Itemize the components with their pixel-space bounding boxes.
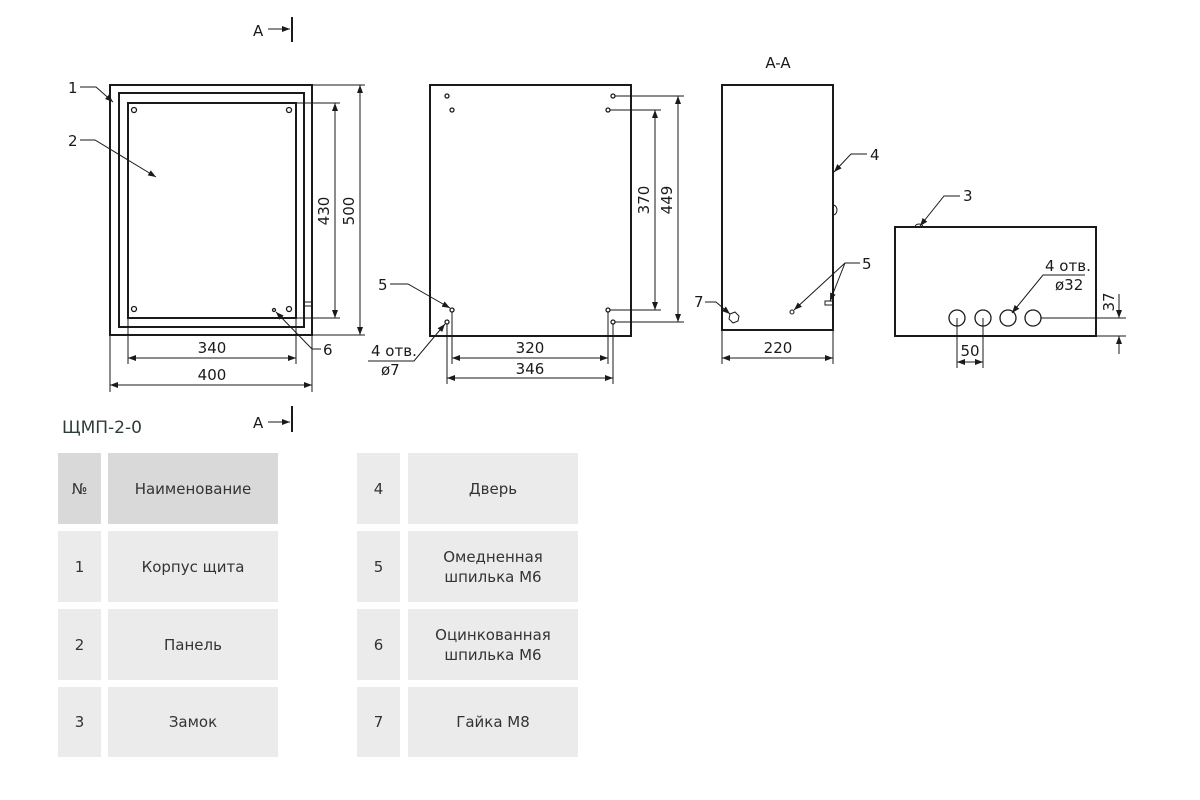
svg-text:320: 320 [516, 339, 545, 357]
svg-text:220: 220 [764, 339, 793, 357]
row-num: 5 [357, 531, 400, 602]
svg-text:50: 50 [960, 342, 979, 360]
svg-text:A: A [253, 22, 264, 40]
header-num: № [58, 453, 101, 524]
row-num: 3 [58, 687, 101, 757]
bottom-view: 3 4 отв. ø32 37 50 [894, 187, 1126, 368]
header-name: Наименование [108, 453, 278, 524]
back-view: 370 449 320 346 5 4 отв. ø7 [368, 84, 684, 384]
svg-text:346: 346 [516, 360, 545, 378]
svg-text:500: 500 [340, 197, 358, 226]
svg-text:2: 2 [68, 132, 78, 150]
row-name: Замок [108, 687, 278, 757]
svg-text:5: 5 [378, 276, 388, 294]
svg-text:370: 370 [635, 186, 653, 215]
svg-text:37: 37 [1100, 292, 1118, 311]
svg-text:ø7: ø7 [381, 361, 400, 379]
svg-text:340: 340 [198, 339, 227, 357]
svg-text:4 отв.: 4 отв. [1045, 257, 1091, 275]
row-num: 4 [357, 453, 400, 524]
svg-text:400: 400 [198, 366, 227, 384]
model-title: ЩМП-2-0 [62, 418, 142, 438]
row-num: 7 [357, 687, 400, 757]
row-name: Дверь [408, 453, 578, 524]
row-name: Корпус щита [108, 531, 278, 602]
svg-text:5: 5 [862, 255, 872, 273]
svg-text:ø32: ø32 [1055, 276, 1083, 294]
row-name: Панель [108, 609, 278, 680]
section-mark-top: A [253, 17, 293, 42]
svg-text:430: 430 [315, 197, 333, 226]
side-view: A-A 220 4 5 7 [694, 54, 880, 364]
svg-text:4: 4 [870, 146, 880, 164]
screw-holes [130, 106, 293, 313]
row-num: 2 [58, 609, 101, 680]
row-num: 1 [58, 531, 101, 602]
section-mark-bottom: A [253, 406, 293, 432]
svg-text:6: 6 [323, 341, 333, 359]
row-name: Гайка М8 [408, 687, 578, 757]
svg-text:449: 449 [658, 186, 676, 215]
svg-text:4 отв.: 4 отв. [371, 342, 417, 360]
row-num: 6 [357, 609, 400, 680]
svg-text:1: 1 [68, 79, 78, 97]
front-view: 430 500 340 400 1 2 6 [68, 79, 365, 392]
svg-text:3: 3 [963, 187, 973, 205]
row-name: Оцинкованная шпилька М6 [408, 609, 578, 680]
svg-text:7: 7 [694, 293, 704, 311]
svg-text:A: A [253, 414, 264, 432]
row-name: Омедненная шпилька М6 [408, 531, 578, 602]
svg-text:A-A: A-A [765, 54, 791, 72]
